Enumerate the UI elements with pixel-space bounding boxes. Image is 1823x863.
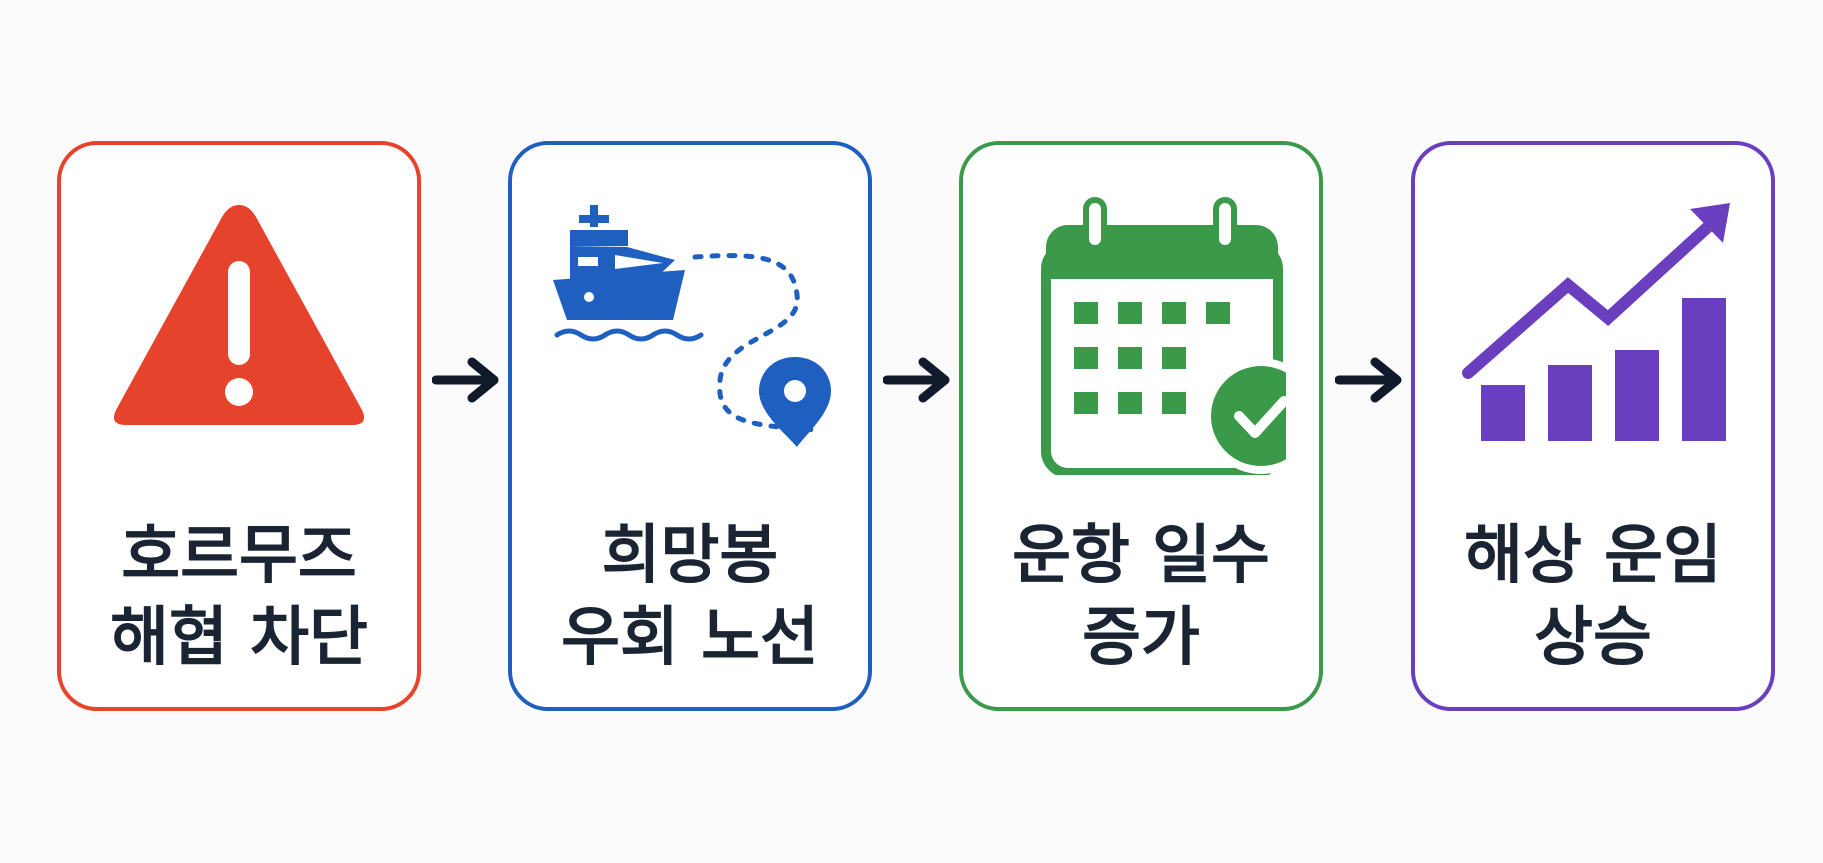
step-label-line1: 희망봉 — [601, 519, 779, 593]
step-label: 호르무즈 해협 차단 — [61, 515, 417, 679]
step-label-line2: 증가 — [1082, 601, 1200, 675]
step-label: 해상 운임 상승 — [1415, 515, 1771, 679]
arrow-right-icon — [432, 357, 499, 403]
step-label: 운항 일수 증가 — [963, 515, 1319, 679]
warning-triangle-icon — [61, 185, 417, 475]
step-label-line2: 상승 — [1534, 601, 1652, 675]
step-card-cape-route: 희망봉 우회 노선 — [508, 141, 872, 711]
step-label-line1: 해상 운임 — [1464, 519, 1722, 593]
step-label-line2: 해협 차단 — [110, 601, 368, 675]
step-card-sailing-days: 운항 일수 증가 — [959, 141, 1323, 711]
arrow-right-icon — [1335, 357, 1402, 403]
ship-route-icon — [512, 185, 868, 475]
step-label-line1: 호르무즈 — [121, 519, 357, 593]
arrow-right-icon — [883, 357, 950, 403]
rising-chart-icon — [1415, 185, 1771, 475]
calendar-check-icon — [963, 185, 1319, 475]
step-label-line1: 운항 일수 — [1012, 519, 1270, 593]
step-label-line2: 우회 노선 — [561, 601, 819, 675]
step-card-freight-rise: 해상 운임 상승 — [1411, 141, 1775, 711]
step-card-strait-blockade: 호르무즈 해협 차단 — [57, 141, 421, 711]
step-label: 희망봉 우회 노선 — [512, 515, 868, 679]
